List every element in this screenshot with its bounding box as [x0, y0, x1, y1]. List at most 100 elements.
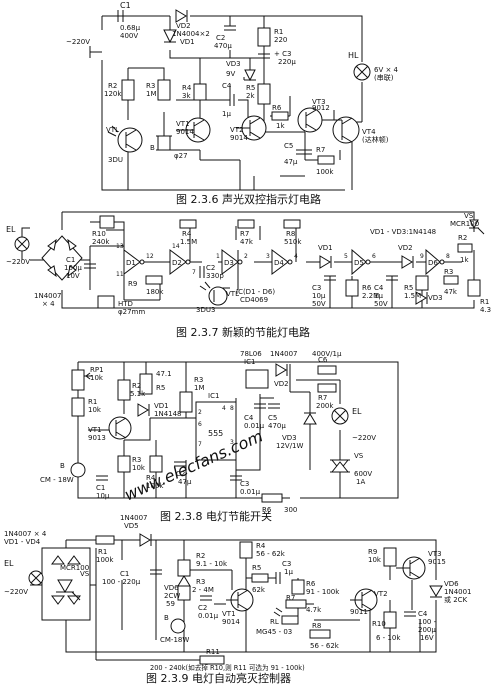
label-r3-238: R3	[132, 456, 141, 464]
label-c6-238: C6	[318, 356, 328, 364]
label-vt3: VT3	[312, 98, 326, 106]
label-c2-238: C2	[176, 470, 185, 478]
label-c4-voltage-239: 16V	[420, 634, 434, 642]
label-c3: + C3	[274, 50, 291, 58]
label-r2: R2	[108, 82, 117, 90]
label-vt2-type-239: 9011	[350, 608, 368, 616]
label-c3-value-239: 1μ	[284, 568, 293, 576]
label-r7-238: R7	[318, 394, 327, 402]
label-vt4: VT4	[362, 128, 376, 136]
label-r8-value-237: 510k	[284, 238, 302, 246]
label-el-237: EL	[6, 225, 16, 234]
label-hl-value: 6V × 4	[374, 66, 399, 74]
figure-2-3-7-labels: EL ~220V 1N4007 × 4 R10 240k C1 100μ 10V…	[6, 212, 491, 339]
label-vt3-239: VT3	[428, 550, 442, 558]
label-pin-7: 7	[192, 269, 196, 276]
label-rl-239: RL	[270, 618, 279, 626]
label-hl-series: (串联)	[374, 73, 394, 82]
label-ic1-238: IC1	[208, 392, 219, 400]
label-c4-value-238: 0.01μ	[244, 422, 265, 430]
label-r1-237: R1	[480, 298, 489, 306]
label-c5-238: C5	[268, 414, 277, 422]
label-vtl-type: 3DU	[108, 156, 123, 164]
label-mic-type: φ27	[174, 152, 188, 160]
label-c1-value-238: 10μ	[96, 492, 110, 500]
label-r9-237: R9	[128, 280, 137, 288]
label-vd2: VD2	[176, 22, 191, 30]
label-c2-value-238: 47μ	[178, 478, 192, 486]
label-vt1: VT1	[176, 120, 190, 128]
label-vt3-type: 9012	[312, 104, 330, 112]
label-r6-239: R6	[306, 580, 316, 588]
label-r8-237: R8	[286, 230, 295, 238]
label-r3-value-239: 2 - 4M	[192, 586, 214, 594]
label-r4-237: R4	[182, 230, 192, 238]
label-r10-value-237: 240k	[92, 238, 110, 246]
label-vt1-238: VT1	[88, 426, 102, 434]
label-pin3-238: 3	[230, 439, 234, 446]
label-mic-239: B	[164, 614, 169, 622]
label-vd7-239: VD6	[444, 580, 459, 588]
figure-2-3-9-labels: 1N4007 × 4 VD1 - VD4 EL ~220V R1 100k VD…	[4, 514, 472, 685]
label-mains-237: ~220V	[6, 258, 30, 266]
label-c3-value-238: 0.01μ	[240, 488, 261, 496]
label-pin-5: 5	[344, 253, 348, 260]
label-pin-11: 11	[116, 271, 124, 278]
label-r7: R7	[316, 146, 325, 154]
label-ic1-type-238: 555	[208, 429, 223, 438]
label-r6-value-237: 2.2M	[362, 292, 379, 300]
label-gate-d5: D5	[354, 259, 364, 267]
label-vs-amp-238: 1A	[356, 478, 365, 486]
label-r11-note-239: 200 - 240k(如去掉 R10,则 R11 可选为 91 - 100k)	[150, 663, 305, 672]
label-vtl-237: VTL	[226, 290, 239, 298]
label-c1-237: C1	[66, 256, 75, 264]
label-r3m-value-238: 1M	[194, 384, 205, 392]
label-hl: HL	[348, 51, 359, 60]
label-r2-237: R2	[458, 234, 467, 242]
label-r8-value-239: 56 - 62k	[310, 642, 340, 650]
label-c3-voltage-237: 50V	[312, 300, 326, 308]
label-vt1-type-239: 9014	[222, 618, 240, 626]
label-vt1-239: VT1	[222, 610, 236, 618]
label-vd5-239: VD5	[124, 522, 139, 530]
label-c4-cap-239: 200μ	[418, 626, 436, 634]
label-r8-239: R8	[312, 622, 321, 630]
label-r4-value-238: 100k	[146, 482, 164, 490]
label-vd6-value-239: 59	[166, 600, 175, 608]
label-mic: B	[150, 144, 155, 152]
label-r4-value: 3k	[182, 92, 191, 100]
label-r1-value: 220	[274, 36, 287, 44]
label-gate-d6: D6	[428, 259, 438, 267]
label-c1-value-237: 100μ	[64, 264, 82, 272]
label-pin-12: 12	[146, 253, 154, 260]
label-pin4-238: 4	[222, 405, 226, 412]
label-vd1-237: VD1	[318, 244, 333, 252]
label-r5-237: R5	[404, 284, 413, 292]
label-mains: ~220V	[66, 38, 90, 46]
label-gate-d2: D2	[172, 259, 182, 267]
label-r1-238: R1	[88, 398, 97, 406]
label-pin-2: 2	[244, 253, 248, 260]
label-pin-1: 1	[216, 253, 220, 260]
label-vd7-alt-239: 或 2CK	[444, 595, 468, 604]
label-c2-value-237: 330p	[206, 272, 224, 280]
label-diodes: 1N4004×2	[172, 30, 210, 38]
label-r5-value-237: 1.5M	[404, 292, 421, 300]
label-vs-237: VS	[464, 212, 474, 220]
label-r2-value: 120k	[104, 90, 122, 98]
label-vd6-type-239: 2CW	[164, 592, 180, 600]
label-pin6-238: 6	[198, 421, 202, 428]
label-r7-237: R7	[240, 230, 249, 238]
label-vtl: VTL	[106, 126, 119, 134]
label-r7-value-237: 47k	[240, 238, 254, 246]
label-c1: C1	[120, 1, 131, 10]
label-vt2-type: 9014	[230, 134, 248, 142]
label-gate-d3: D3	[224, 259, 234, 267]
label-vd3-238: VD3	[282, 434, 297, 442]
figure-2-3-9	[28, 533, 443, 665]
label-r5-239: R5	[252, 564, 261, 572]
figure-2-3-8-labels: RP1 10k R1 10k R2 5.1k VD1 1N4148 47.1 R…	[40, 350, 376, 523]
label-pin-8: 8	[446, 253, 450, 260]
label-pin-14: 14	[172, 243, 180, 250]
label-r5-value: 2k	[246, 92, 255, 100]
